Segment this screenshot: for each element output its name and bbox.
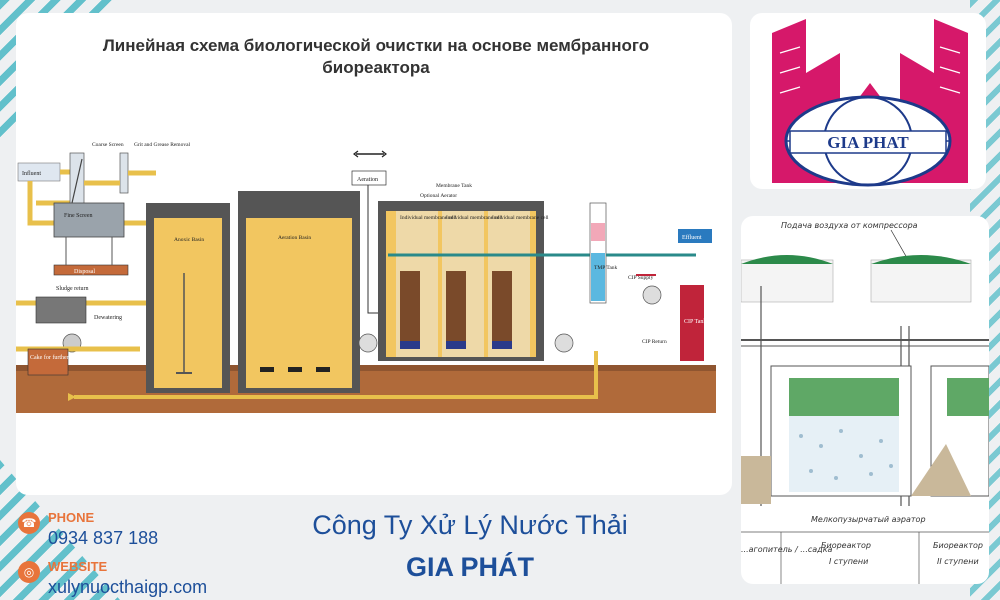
- website-link[interactable]: xulynuocthaigp.com: [48, 577, 207, 598]
- company-brand: GIA PHÁT: [250, 548, 690, 586]
- membrane-module-3: [492, 271, 512, 341]
- cell-3-label: Individual membrane cell: [492, 215, 549, 221]
- website-label: WEBSITE: [48, 559, 107, 574]
- membrane-module-1: [400, 271, 420, 341]
- cip-tank-label: CIP Tank: [684, 319, 706, 325]
- company-name: Công Ty Xử Lý Nước Thải: [250, 508, 690, 542]
- air-supply-label: Подача воздуха от компрессора: [781, 221, 918, 230]
- return-pump: [359, 334, 377, 352]
- phone-label: PHONE: [48, 510, 94, 525]
- tmp-tank-label: TMP Tank: [594, 265, 618, 271]
- dewatering-unit: [36, 297, 86, 323]
- membrane-tank-label: Membrane Tank: [436, 183, 472, 189]
- disposal-label: Disposal: [74, 269, 95, 275]
- mbr-process-diagram: Influent Coarse Screen Grit and Grease R…: [16, 13, 732, 495]
- optional-aerator-label: Optional Aerator: [420, 193, 457, 199]
- phone-icon: ☎: [18, 512, 40, 534]
- dewatering-label: Dewatering: [94, 315, 122, 321]
- media-layer: [789, 378, 899, 416]
- aerator-label: Мелкопузырчатый аэратор: [811, 515, 926, 524]
- cip-pump: [643, 286, 661, 304]
- gia-phat-logo: GIA PHAT: [750, 13, 986, 189]
- company-block: Công Ty Xử Lý Nước Thải GIA PHÁT: [250, 508, 690, 586]
- logo-card: GIA PHAT: [750, 13, 986, 189]
- membrane-module-2: [446, 271, 466, 341]
- cake-box: [28, 349, 68, 375]
- fine-screen-label: Fine Screen: [64, 213, 93, 219]
- logo-text: GIA PHAT: [827, 133, 909, 152]
- effluent-label: Effluent: [682, 234, 702, 241]
- coarse-screen-label: Coarse Screen: [92, 142, 124, 148]
- permeate-pump: [555, 334, 573, 352]
- mbr-diagram-card: Линейная схема биологической очистки на …: [16, 13, 732, 495]
- grit-removal-label: Grit and Grease Removal: [134, 142, 191, 148]
- anoxic-basin: [154, 218, 222, 388]
- aeration-label: Aeration: [357, 177, 378, 183]
- bioreactor-drawing-card: Подача воздуха от компрессора Мелкопузыр…: [741, 216, 989, 584]
- globe-icon: ◎: [18, 561, 40, 583]
- aeration-basin-label: Aeration Basin: [278, 235, 311, 241]
- cake-label: Cake for further Processing: [30, 354, 96, 361]
- bubble-zone: [789, 416, 899, 492]
- col1-label: ...агопитель / ...садка: [741, 545, 833, 554]
- aeration-basin: [246, 218, 352, 388]
- col2a-label: Биореактор: [821, 541, 871, 550]
- sludge-return-label: Sludge return: [56, 286, 89, 292]
- ground: [16, 365, 716, 413]
- anoxic-label: Anoxic Basin: [174, 237, 204, 243]
- col3b-label: II ступени: [937, 557, 979, 566]
- influent-label: Influent: [22, 170, 41, 177]
- phone-number[interactable]: 0934 837 188: [48, 528, 158, 549]
- col3a-label: Биореактор: [933, 541, 983, 550]
- bioreactor-drawing: Подача воздуха от компрессора Мелкопузыр…: [741, 216, 989, 584]
- fine-screen: [54, 203, 124, 237]
- grit-removal: [120, 153, 128, 193]
- col2b-label: I ступени: [829, 557, 868, 566]
- cip-return-label: CIP Return: [642, 339, 667, 345]
